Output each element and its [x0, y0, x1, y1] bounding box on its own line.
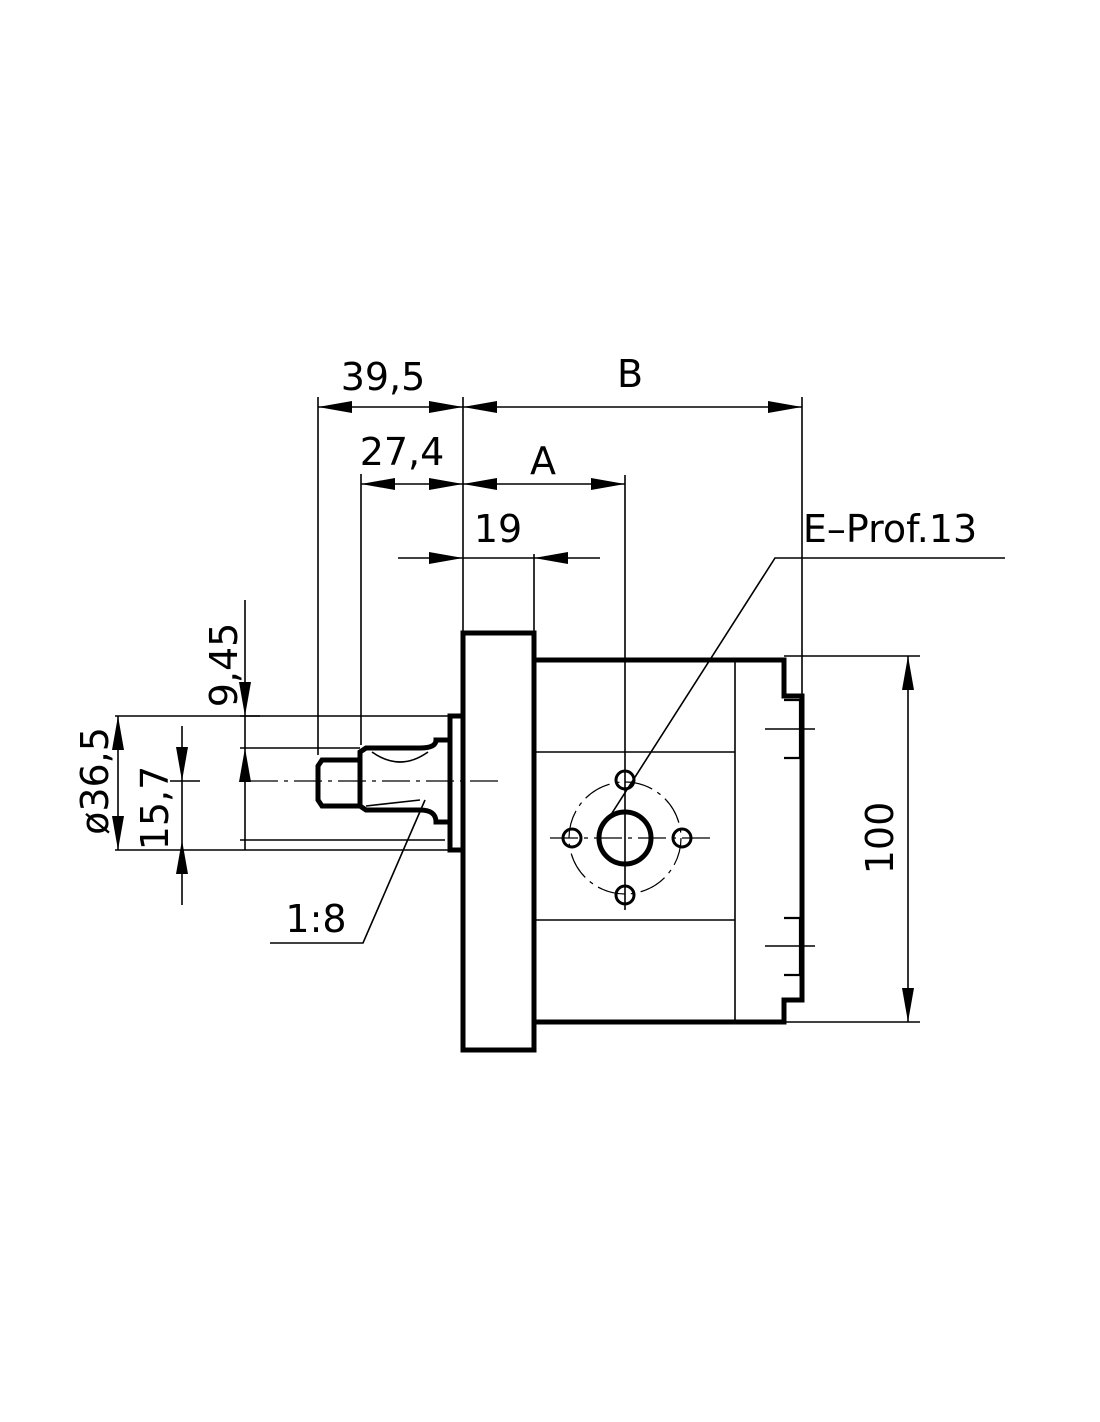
shaft-thread-end	[315, 757, 360, 809]
leader-lines	[270, 557, 1005, 944]
arrow-19-right	[534, 552, 568, 564]
label-36-5: ø36,5	[73, 727, 117, 835]
label-100: 100	[858, 802, 902, 875]
leader-taper	[270, 799, 426, 944]
label-taper: 1:8	[285, 897, 346, 941]
label-15-7: 15,7	[133, 766, 177, 851]
label-e-prof: E–Prof.13	[803, 507, 977, 551]
arrow-100-bottom	[902, 988, 914, 1022]
label-B: B	[617, 352, 643, 396]
arrow-A-left	[463, 478, 497, 490]
arrow-27-4-left	[361, 478, 395, 490]
pilot-collar	[447, 713, 463, 853]
taper-reference	[365, 799, 421, 807]
shaft-key	[371, 751, 429, 763]
arrow-36-5-bottom	[112, 816, 124, 850]
label-9-45: 9,45	[202, 623, 246, 708]
pump-body	[460, 630, 815, 1053]
label-19: 19	[474, 507, 522, 551]
dimension-lines	[112, 401, 914, 1022]
tapered-shaft	[357, 737, 450, 825]
arrow-36-5-top	[112, 716, 124, 750]
mounting-flange	[460, 630, 537, 1053]
shaft	[315, 713, 463, 853]
arrow-B-right	[768, 401, 802, 413]
leader-e-prof	[597, 557, 1005, 836]
arrow-B-left	[463, 401, 497, 413]
center-lines	[250, 475, 710, 910]
arrow-39-5-right	[429, 401, 463, 413]
arrow-39-5-left	[318, 401, 352, 413]
label-39-5: 39,5	[341, 355, 426, 399]
arrow-15-7-bottom	[176, 840, 188, 874]
arrow-15-7-top	[176, 747, 188, 781]
label-A: A	[530, 439, 556, 483]
arrow-100-top	[902, 656, 914, 690]
pump-housing	[534, 657, 805, 1025]
extension-lines	[115, 397, 920, 1023]
arrow-27-4-right	[429, 478, 463, 490]
arrow-19-left	[429, 552, 463, 564]
arrow-9-45-top	[239, 682, 251, 716]
arrow-9-45-bottom	[239, 748, 251, 782]
label-27-4: 27,4	[360, 430, 445, 474]
dimension-labels: 39,5 B 27,4 A 19 E–Prof.13 1:8 9,45 ø36,…	[73, 352, 977, 941]
arrow-A-right	[591, 478, 625, 490]
port-bolt-circle	[568, 781, 682, 895]
